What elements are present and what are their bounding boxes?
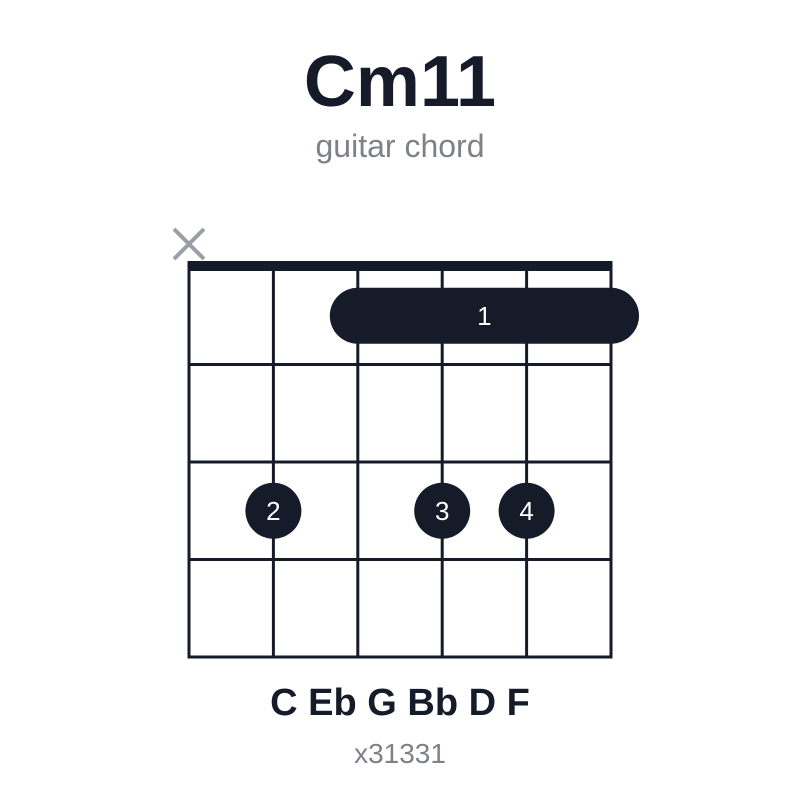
finger-dot: [414, 482, 471, 539]
finger-dot: [498, 482, 555, 539]
finger-label: 3: [435, 496, 449, 526]
muted-string-icon: [172, 227, 206, 261]
finger-dot: [245, 482, 302, 539]
finger-label: 2: [266, 496, 280, 526]
barre-finger-label: 1: [477, 301, 491, 331]
chord-tab: x31331: [354, 738, 446, 769]
barre: [329, 287, 639, 344]
finger-label: 4: [519, 496, 533, 526]
chord-title: Cm11: [303, 42, 497, 122]
chord-subtitle: guitar chord: [315, 128, 485, 164]
chord-notes: C Eb G Bb D F: [270, 682, 530, 724]
nut: [187, 261, 613, 271]
